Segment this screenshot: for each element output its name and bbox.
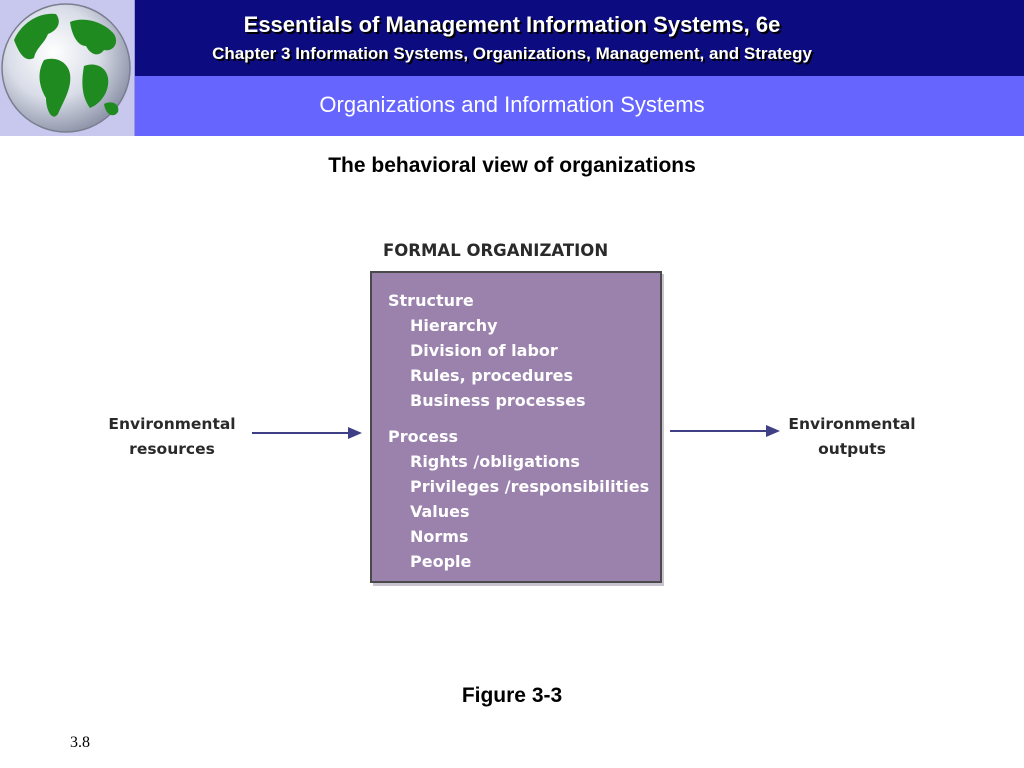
structure-label: Structure <box>388 291 474 310</box>
input-arrow <box>252 427 362 439</box>
environmental-resources-label: Environmental resources <box>97 412 247 462</box>
process-item: Values <box>410 502 470 521</box>
header-top-bar <box>0 0 1024 76</box>
course-title: Essentials of Management Information Sys… <box>243 12 781 37</box>
structure-item: Hierarchy <box>410 316 498 335</box>
process-label: Process <box>388 427 458 446</box>
structure-item: Division of labor <box>410 341 558 360</box>
header-section-band <box>0 76 1024 136</box>
label-line: Environmental <box>108 415 236 433</box>
globe-icon <box>1 3 131 133</box>
structure-item: Rules, procedures <box>410 366 573 385</box>
environmental-outputs-label: Environmental outputs <box>777 412 927 462</box>
section-title: Organizations and Information Systems <box>319 92 705 117</box>
output-arrow <box>670 425 780 437</box>
figure-caption: Figure 3-3 <box>461 684 563 707</box>
label-line: outputs <box>818 440 886 458</box>
formal-organization-heading: FORMAL ORGANIZATION <box>383 241 609 260</box>
label-line: Environmental <box>788 415 916 433</box>
label-line: resources <box>129 440 215 458</box>
logo-panel <box>0 0 135 136</box>
chapter-title: Chapter 3 Information Systems, Organizat… <box>212 44 812 63</box>
process-item: Norms <box>410 527 469 546</box>
structure-item: Business processes <box>410 391 586 410</box>
process-item: People <box>410 552 472 571</box>
process-item: Rights /obligations <box>410 452 580 471</box>
process-item: Privileges /responsibilities <box>410 477 650 496</box>
slide-title: The behavioral view of organizations <box>328 154 696 177</box>
organization-box <box>370 271 662 583</box>
slide-number: 3.8 <box>70 734 90 751</box>
